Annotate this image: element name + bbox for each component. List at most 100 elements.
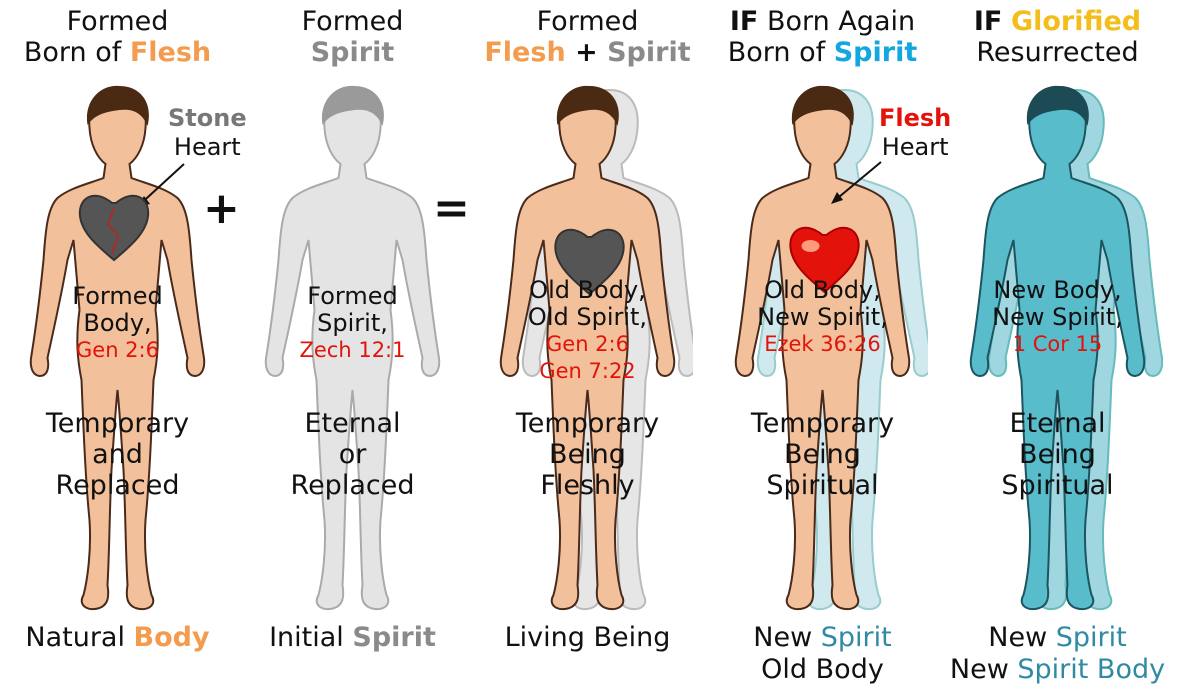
header-line2: Born of Flesh	[0, 37, 235, 68]
heart-highlight	[802, 240, 820, 252]
header-accent: Spirit	[834, 37, 918, 68]
panel-natural-body: Formed Born of Flesh Stone Heart Formed …	[0, 0, 235, 687]
panel-footer: New Spirit Old Body	[705, 622, 940, 686]
state-line3: Replaced	[0, 470, 235, 501]
desc-line2: New Spirit,	[940, 304, 1175, 331]
header-line2: Born of Spirit	[705, 37, 940, 68]
footer-accent: Spirit	[821, 622, 892, 653]
state-text: Temporary and Replaced	[0, 408, 235, 501]
footer-line2: Old Body	[705, 654, 940, 686]
footer-line1: Initial Spirit	[235, 622, 470, 654]
panel-footer: Living Being	[470, 622, 705, 654]
state-line1: Temporary	[0, 408, 235, 439]
header-accent: Glorified	[1011, 6, 1141, 37]
footer-text: Initial	[269, 622, 352, 653]
panel-living-being: Formed Flesh + Spirit Old Body, Old Spir…	[470, 0, 705, 687]
arrow-head	[831, 192, 843, 204]
header-line2: Flesh + Spirit	[470, 37, 705, 68]
state-line3: Spiritual	[705, 470, 940, 501]
desc-line2: New Spirit,	[705, 304, 940, 331]
state-line1: Eternal	[940, 408, 1175, 439]
footer-line2: New Spirit Body	[940, 654, 1175, 686]
footer-text: New	[753, 622, 820, 653]
header-line1: Formed	[470, 6, 705, 37]
header-text-2: Born of	[728, 37, 834, 68]
scripture-ref: Zech 12:1	[235, 337, 470, 364]
header-if: IF	[730, 6, 759, 37]
footer-text: Natural	[25, 622, 133, 653]
header-plus: +	[566, 37, 607, 68]
state-line2: Being	[470, 439, 705, 470]
description-text: Old Body, Old Spirit, Gen 2:6 Gen 7:22	[470, 277, 705, 385]
description-text: Old Body, New Spirit, Ezek 36:26	[705, 277, 940, 358]
header-accent: Spirit	[235, 37, 470, 68]
scripture-ref: Gen 2:6	[470, 331, 705, 358]
pointer-arrow	[833, 162, 881, 202]
desc-line1: Formed	[0, 283, 235, 310]
description-text: Formed Spirit, Zech 12:1	[235, 283, 470, 364]
panel-header: Formed Flesh + Spirit	[470, 6, 705, 68]
equals-operator: =	[433, 183, 470, 234]
header-accent-flesh: Flesh	[484, 37, 565, 68]
state-line2: or	[235, 439, 470, 470]
state-text: Eternal or Replaced	[235, 408, 470, 501]
footer-accent: Spirit	[1056, 622, 1127, 653]
footer-accent-2: Spirit Body	[1017, 654, 1165, 685]
pointer-arrow-graphic	[825, 158, 885, 208]
panel-header: IF Glorified Resurrected	[940, 6, 1175, 68]
state-line3: Spiritual	[940, 470, 1175, 501]
header-line1: Formed	[235, 6, 470, 37]
scripture-ref-2: Gen 7:22	[470, 358, 705, 385]
footer-line1: Natural Body	[0, 622, 235, 654]
desc-line1: New Body,	[940, 277, 1175, 304]
header-if: IF	[974, 6, 1003, 37]
panel-header: Formed Born of Flesh	[0, 6, 235, 68]
state-line2: Being	[940, 439, 1175, 470]
desc-line2: Spirit,	[235, 310, 470, 337]
header-line1: IF Glorified	[940, 6, 1175, 37]
panel-footer: Natural Body	[0, 622, 235, 654]
state-line2: Being	[705, 439, 940, 470]
scripture-ref: Ezek 36:26	[705, 331, 940, 358]
header-text: Born of	[24, 37, 130, 68]
header-accent-spirit: Spirit	[607, 37, 691, 68]
description-text: New Body, New Spirit, 1 Cor 15	[940, 277, 1175, 358]
scripture-ref: 1 Cor 15	[940, 331, 1175, 358]
state-line1: Temporary	[705, 408, 940, 439]
panel-glorified: IF Glorified Resurrected New Body, New S…	[940, 0, 1175, 687]
header-line2: Resurrected	[940, 37, 1175, 68]
panel-header: IF Born Again Born of Spirit	[705, 6, 940, 68]
desc-line2: Old Spirit,	[470, 304, 705, 331]
footer-line1: New Spirit	[705, 622, 940, 654]
panel-initial-spirit: Formed Spirit Formed Spirit, Zech 12:1 E…	[235, 0, 470, 687]
state-line3: Fleshly	[470, 470, 705, 501]
desc-line1: Old Body,	[705, 277, 940, 304]
stone-heart-graphic	[74, 158, 204, 268]
footer-text-2: New	[950, 654, 1017, 685]
description-text: Formed Body, Gen 2:6	[0, 283, 235, 364]
panel-footer: Initial Spirit	[235, 622, 470, 654]
state-line3: Replaced	[235, 470, 470, 501]
footer-text: New	[988, 622, 1055, 653]
header-line1: IF Born Again	[705, 6, 940, 37]
scripture-ref: Gen 2:6	[0, 337, 235, 364]
state-line1: Temporary	[470, 408, 705, 439]
header-line1: Formed	[0, 6, 235, 37]
state-line1: Eternal	[235, 408, 470, 439]
footer-text: Living Being	[470, 622, 705, 654]
state-text: Temporary Being Fleshly	[470, 408, 705, 501]
header-accent: Flesh	[130, 37, 211, 68]
state-line2: and	[0, 439, 235, 470]
panel-header: Formed Spirit	[235, 6, 470, 68]
desc-line1: Formed	[235, 283, 470, 310]
header-text: Born Again	[758, 6, 915, 37]
panel-born-again: IF Born Again Born of Spirit Flesh Heart…	[705, 0, 940, 687]
footer-accent: Spirit	[352, 622, 436, 653]
footer-accent: Body	[134, 622, 210, 653]
desc-line1: Old Body,	[470, 277, 705, 304]
desc-line2: Body,	[0, 310, 235, 337]
state-text: Eternal Being Spiritual	[940, 408, 1175, 501]
state-text: Temporary Being Spiritual	[705, 408, 940, 501]
footer-line1: New Spirit	[940, 622, 1175, 654]
panel-footer: New Spirit New Spirit Body	[940, 622, 1175, 686]
